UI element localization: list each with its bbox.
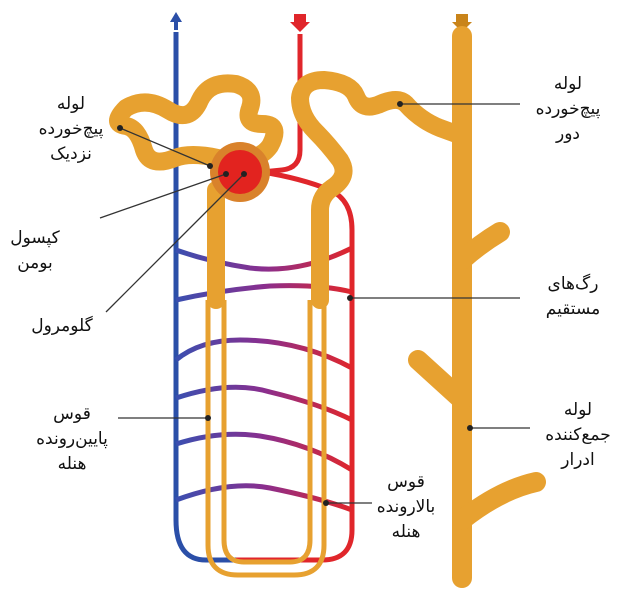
down-arrow-icon bbox=[290, 14, 310, 32]
loop-of-henle bbox=[216, 188, 332, 300]
distal-convoluted-tubule bbox=[300, 80, 462, 188]
up-arrow-icon bbox=[170, 12, 182, 30]
label-glomerulus: گلومرول bbox=[22, 314, 102, 339]
